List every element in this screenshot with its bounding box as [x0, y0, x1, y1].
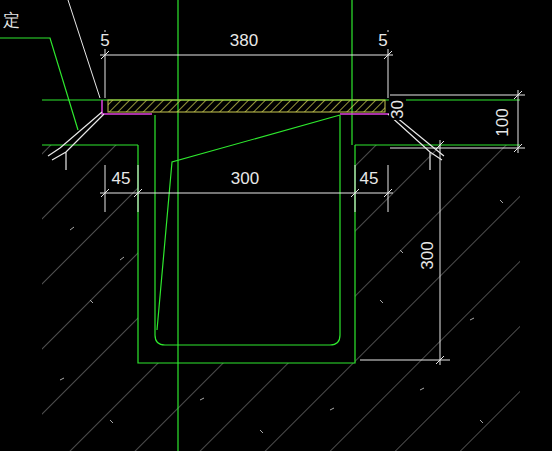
- dimension-text: 定: [2, 12, 21, 29]
- leader-line: [68, 0, 100, 98]
- structure-lines: [0, 0, 520, 451]
- anchor-bars: [48, 112, 444, 170]
- soil-hatch: [42, 145, 520, 451]
- soil-ticks: [60, 200, 503, 433]
- dimension-text: 380: [229, 32, 259, 49]
- dimension-lines: [100, 30, 525, 365]
- dimension-text: 300: [419, 240, 436, 270]
- cover-plate: [108, 100, 385, 112]
- dimension-text: 5: [377, 32, 388, 49]
- dimension-text: 45: [111, 170, 132, 187]
- dimension-text: 5: [99, 32, 110, 49]
- angle-frame: [102, 100, 390, 114]
- dimension-text: 30: [388, 99, 405, 120]
- dimension-text: 300: [230, 170, 260, 187]
- dimension-text: 100: [494, 107, 511, 137]
- dimension-text: 45: [359, 170, 380, 187]
